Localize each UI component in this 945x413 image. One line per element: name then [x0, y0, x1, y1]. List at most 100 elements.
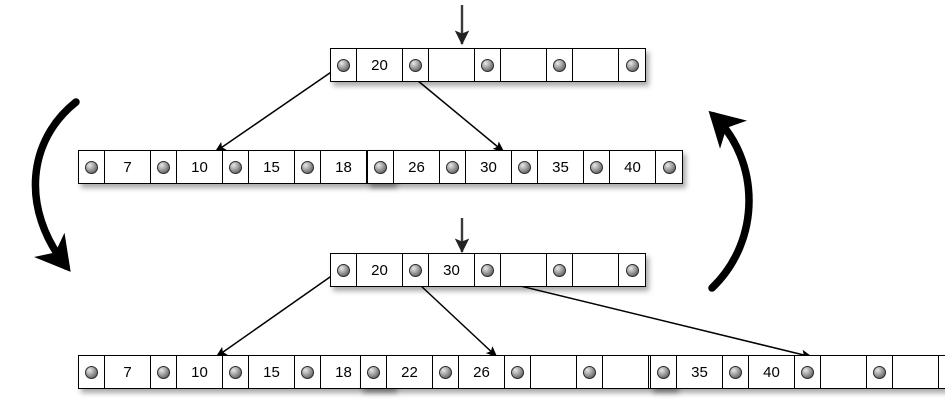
key-cell[interactable]: 18 [321, 151, 367, 183]
key-cell[interactable]: 7 [105, 356, 151, 388]
pointer-cell[interactable] [79, 151, 105, 183]
pointer-cell[interactable] [651, 356, 677, 388]
pointer-sphere-icon [873, 365, 886, 379]
pointer-sphere-icon [367, 365, 380, 379]
pointer-sphere-icon [625, 263, 639, 277]
key-cell[interactable]: 40 [749, 356, 795, 388]
pointer-cell[interactable] [656, 151, 682, 183]
pointer-sphere-icon [229, 365, 242, 379]
key-cell[interactable]: 20 [357, 254, 403, 286]
key-cell[interactable] [893, 356, 939, 388]
pointer-cell[interactable] [433, 356, 459, 388]
key-cell[interactable] [501, 49, 547, 81]
key-cell[interactable] [573, 49, 619, 81]
pointer-cell[interactable] [619, 254, 645, 286]
pointer-cell[interactable] [331, 254, 357, 286]
pointer-sphere-icon [229, 160, 242, 174]
pointer-sphere-icon [157, 365, 170, 379]
pointer-cell[interactable] [795, 356, 821, 388]
bottom-middle-leaf-node[interactable]: 22 26 [360, 355, 676, 389]
pointer-cell[interactable] [295, 356, 321, 388]
pointer-cell[interactable] [619, 49, 645, 81]
pointer-cell[interactable] [368, 151, 394, 183]
pointer-cell[interactable] [79, 356, 105, 388]
pointer-sphere-icon [446, 160, 459, 174]
pointer-cell[interactable] [939, 356, 945, 388]
bottom-root-to-left-leaf [215, 269, 341, 358]
key-cell[interactable]: 35 [677, 356, 723, 388]
key-cell[interactable] [603, 356, 649, 388]
pointer-sphere-icon [662, 160, 676, 174]
pointer-cell[interactable] [723, 356, 749, 388]
key-cell[interactable]: 30 [466, 151, 512, 183]
pointer-cell[interactable] [475, 49, 501, 81]
pointer-cell[interactable] [403, 49, 429, 81]
key-cell[interactable] [573, 254, 619, 286]
pointer-sphere-icon [301, 365, 314, 379]
pointer-cell[interactable] [505, 356, 531, 388]
pointer-sphere-icon [439, 365, 452, 379]
pointer-cell[interactable] [403, 254, 429, 286]
key-cell[interactable]: 20 [357, 49, 403, 81]
pointer-cell[interactable] [223, 356, 249, 388]
pointer-sphere-icon [85, 160, 98, 174]
pointer-sphere-icon [374, 160, 387, 174]
key-cell[interactable]: 15 [249, 151, 295, 183]
pointer-sphere-icon [85, 365, 98, 379]
pointer-sphere-icon [553, 263, 566, 277]
key-cell[interactable] [821, 356, 867, 388]
key-cell[interactable]: 10 [177, 151, 223, 183]
pointer-sphere-icon [337, 58, 350, 72]
pointer-cell[interactable] [867, 356, 893, 388]
pointer-cell[interactable] [547, 49, 573, 81]
key-cell[interactable]: 22 [387, 356, 433, 388]
key-cell[interactable] [501, 254, 547, 286]
bottom-left-leaf-node[interactable]: 7 10 15 18 [78, 355, 394, 389]
pointer-sphere-icon [657, 365, 670, 379]
pointer-cell[interactable] [295, 151, 321, 183]
right-curved-transition-arrow [708, 110, 753, 292]
key-cell[interactable]: 26 [459, 356, 505, 388]
pointer-cell[interactable] [361, 356, 387, 388]
top-left-leaf-node[interactable]: 7 10 15 18 [78, 150, 394, 184]
pointer-sphere-icon [801, 365, 814, 379]
key-cell[interactable]: 15 [249, 356, 295, 388]
key-cell[interactable]: 7 [105, 151, 151, 183]
pointer-cell[interactable] [223, 151, 249, 183]
pointer-cell[interactable] [512, 151, 538, 183]
pointer-sphere-icon [729, 365, 742, 379]
pointer-sphere-icon [481, 263, 494, 277]
pointer-sphere-icon [553, 58, 566, 72]
pointer-cell[interactable] [151, 151, 177, 183]
pointer-sphere-icon [518, 160, 531, 174]
top-root-node[interactable]: 20 [330, 48, 646, 82]
pointer-sphere-icon [625, 58, 639, 72]
pointer-sphere-icon [337, 263, 350, 277]
pointer-cell[interactable] [577, 356, 603, 388]
key-cell[interactable]: 10 [177, 356, 223, 388]
pointer-sphere-icon [590, 160, 603, 174]
pointer-sphere-icon [409, 58, 422, 72]
pointer-cell[interactable] [547, 254, 573, 286]
pointer-sphere-icon [157, 160, 170, 174]
pointer-cell[interactable] [440, 151, 466, 183]
left-curved-transition-arrow [31, 98, 80, 272]
top-root-to-left-leaf [214, 65, 341, 153]
pointer-sphere-icon [301, 160, 314, 174]
pointer-cell[interactable] [584, 151, 610, 183]
pointer-cell[interactable] [331, 49, 357, 81]
key-cell[interactable]: 30 [429, 254, 475, 286]
pointer-cell[interactable] [475, 254, 501, 286]
key-cell[interactable] [531, 356, 577, 388]
key-cell[interactable]: 26 [394, 151, 440, 183]
key-cell[interactable]: 40 [610, 151, 656, 183]
pointer-sphere-icon [511, 365, 524, 379]
pointer-cell[interactable] [151, 356, 177, 388]
key-cell[interactable]: 35 [538, 151, 584, 183]
bottom-root-node[interactable]: 20 30 [330, 253, 646, 287]
key-cell[interactable] [429, 49, 475, 81]
top-right-leaf-node[interactable]: 26 30 35 40 [367, 150, 683, 184]
bottom-right-leaf-node[interactable]: 35 40 [650, 355, 945, 389]
pointer-sphere-icon [409, 263, 422, 277]
pointer-sphere-icon [583, 365, 596, 379]
